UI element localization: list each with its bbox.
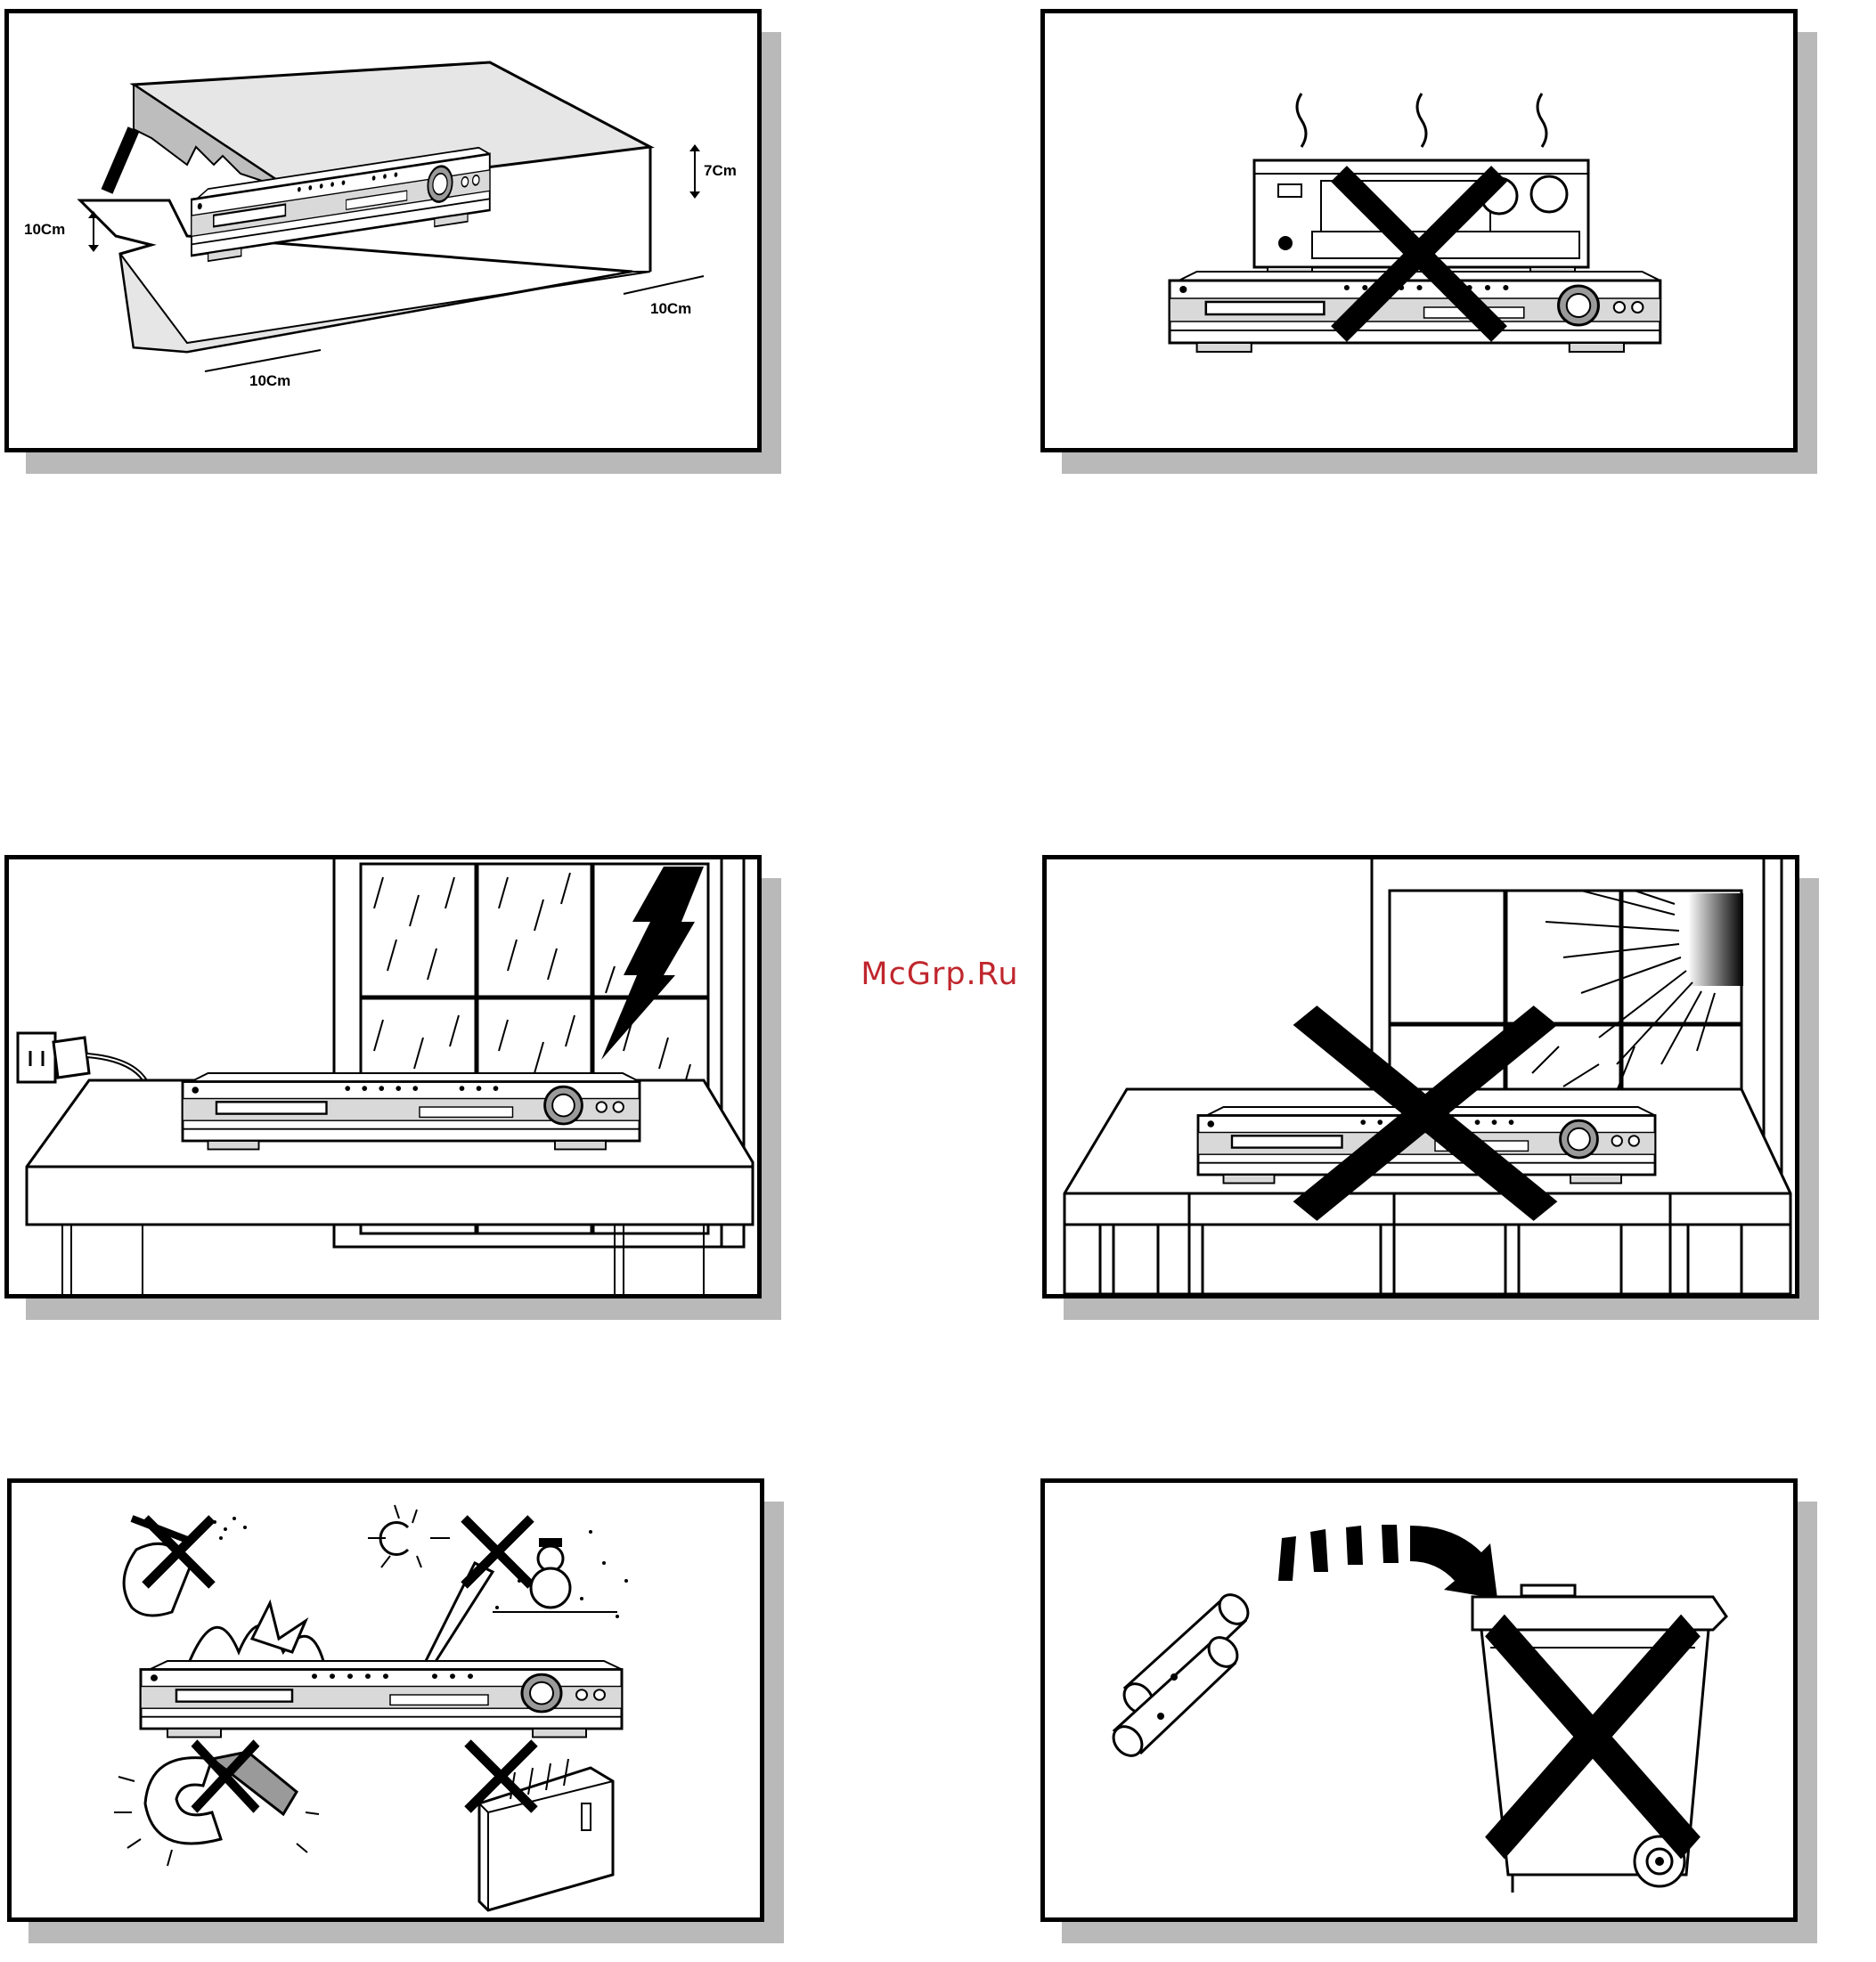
panel-frame (1040, 9, 1798, 452)
battery-disposal-illustration (1045, 1483, 1793, 1917)
panel-frame: 7Cm 10Cm 10Cm 10Cm (4, 9, 762, 452)
environment-illustration (12, 1483, 760, 1917)
panel-frame (4, 855, 762, 1299)
x-mark-icon (464, 1518, 531, 1585)
panel-frame (1042, 855, 1799, 1299)
dim-right-label: 10Cm (650, 300, 691, 317)
panel-frame (7, 1478, 764, 1922)
plug-icon (18, 1033, 55, 1082)
dim-bottom-label: 10Cm (249, 372, 290, 389)
panel-frame (1040, 1478, 1798, 1922)
no-stacking-illustration (1045, 13, 1793, 448)
battery-icon (1108, 1589, 1254, 1761)
dim-top-label: 7Cm (704, 162, 737, 179)
lightning-illustration (9, 859, 757, 1294)
sunlight-illustration (1047, 859, 1795, 1294)
watermark-text: McGrp.Ru (851, 957, 1029, 992)
steam-icon (1297, 94, 1546, 147)
dim-left-label: 10Cm (24, 221, 65, 238)
ventilation-illustration: 7Cm 10Cm 10Cm 10Cm (9, 13, 757, 448)
